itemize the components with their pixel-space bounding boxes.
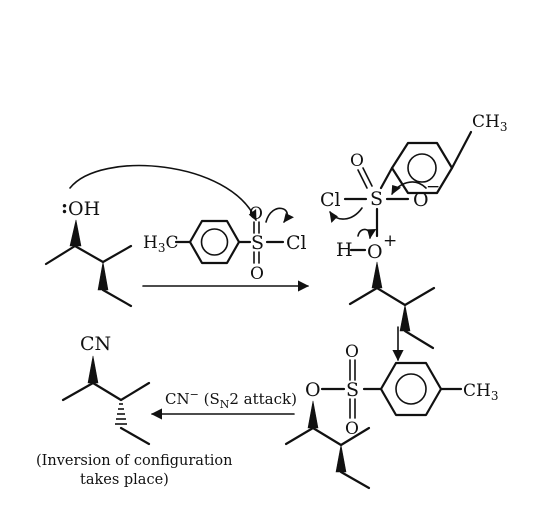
tscl-chlorine: Cl (286, 232, 307, 254)
intermediate-chlorine: Cl (320, 189, 341, 211)
oxonium-charge: + (383, 231, 397, 251)
intermediate-oxygen-top: O (350, 151, 364, 171)
aromatic-circle (200, 228, 229, 256)
carbon-skeleton (44, 244, 133, 266)
tosylate-ethyl-bond (339, 470, 371, 490)
intermediate-oxide: O (413, 189, 429, 211)
electron-push-arrow-oxide (391, 181, 427, 195)
intermediate-wedge-lower (399, 304, 411, 332)
tosylate-wedge-lower (335, 444, 347, 473)
oxide-charge: − (426, 177, 440, 197)
product-hashed-bond (115, 403, 127, 425)
tosylate-methyl-label: CH3 (463, 381, 498, 403)
tosylate-ester-oxygen: O (305, 379, 321, 401)
tosylate-skeleton (284, 426, 371, 447)
ring-methyl-bond (450, 130, 473, 170)
intermediate-hydrogen: H (336, 239, 353, 261)
tscl-sulfur: S (251, 232, 264, 254)
product-skeleton (61, 381, 151, 402)
intermediate-sulfur: S (370, 188, 383, 210)
tosylate: O S O O CH3 (284, 342, 498, 490)
electron-push-arrow-cl-leaving (265, 207, 294, 223)
tscl-methyl-label: H3C (143, 233, 178, 255)
tosylate-sulfur: S (346, 379, 359, 401)
electron-push-arrow-oh-to-s (69, 164, 257, 222)
tosylate-hashed-bond (307, 400, 319, 429)
s-o-up-b (362, 167, 373, 187)
tosylate-oxygen-bottom: O (345, 419, 359, 439)
intermediate: CH3 S O O − Cl H O + (320, 112, 507, 350)
intermediate-wedge (371, 261, 383, 289)
intermediate-oxonium: O (367, 241, 383, 263)
tosylate-oxygen-top: O (345, 342, 359, 362)
electron-push-arrow-cl-expulsion (329, 207, 363, 223)
product-wedge (87, 355, 99, 384)
nitrile-product: CN (Inversion of configuration takes pla… (36, 333, 232, 488)
benzene-ring (188, 219, 241, 265)
tscl-oxygen-top: O (249, 204, 263, 224)
electron-push-arrow-oh-deprotonation (357, 228, 377, 240)
caption-line-2: takes place) (80, 472, 169, 488)
tosyl-chloride: H3C S O O Cl (143, 204, 307, 284)
oh-lone-pair: : (61, 196, 68, 218)
intermediate-ethyl-bond (403, 329, 435, 350)
starting-alcohol: : OH (44, 196, 133, 308)
sn2-reagent-label: CN− (SN2 attack) (165, 388, 297, 411)
intermediate-skeleton (348, 286, 436, 307)
product-nitrile: CN (80, 333, 111, 355)
product-ethyl-bond (119, 426, 151, 446)
wedge-bond (69, 219, 82, 247)
wedge-bond-lower (97, 261, 109, 291)
intermediate-aromatic-circle (407, 153, 437, 183)
caption-line-1: (Inversion of configuration (36, 453, 232, 469)
s-o-up-a (357, 169, 368, 189)
tosylate-benzene-ring (379, 361, 443, 417)
tscl-oxygen-bottom: O (250, 264, 264, 284)
tosylate-aromatic-circle (395, 373, 427, 405)
ethyl-bond (101, 288, 133, 308)
oh-label: OH (68, 198, 100, 220)
intermediate-methyl-label: CH3 (472, 112, 507, 134)
ring-s-bond (379, 166, 394, 190)
